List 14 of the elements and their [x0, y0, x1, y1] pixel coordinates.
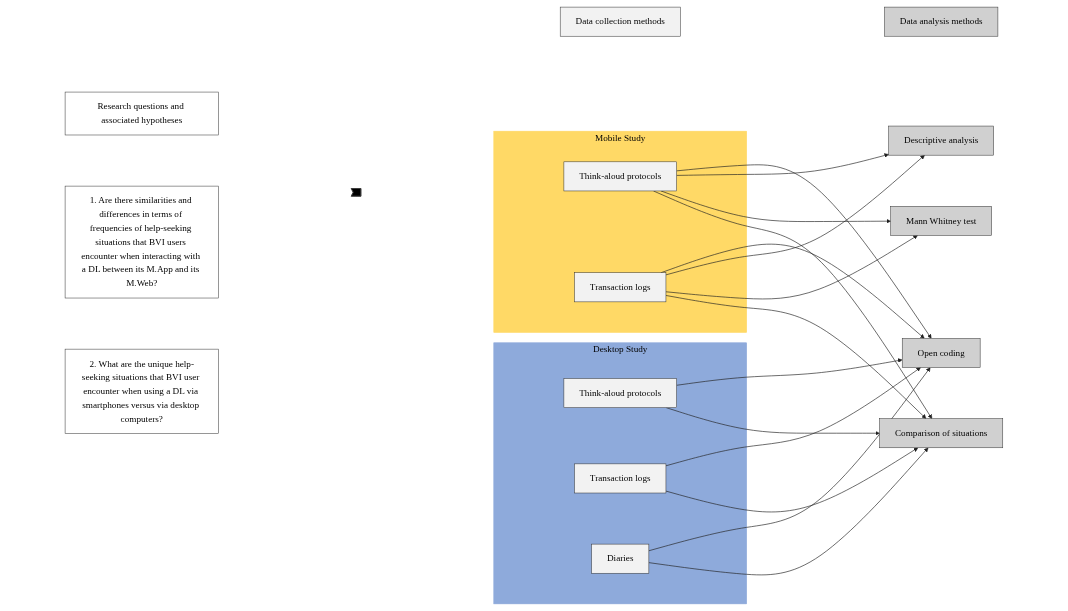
- node-box: Research questions and associated hypotheses: [64, 91, 219, 136]
- node-box: Descriptive analysis: [888, 125, 994, 156]
- node-box: Transaction logs: [574, 463, 667, 494]
- node-box: Open coding: [902, 338, 981, 368]
- node-box: 2. What are the unique help-seeking situations that BVI user encounter when using a DL via smartphones versus via desktop computers?: [64, 348, 219, 434]
- node-box: Mann Whitney test: [890, 206, 992, 236]
- node-box: Comparison of situations: [879, 418, 1004, 449]
- node-box: Think-aloud protocols: [563, 378, 677, 408]
- node-box: Transaction logs: [574, 272, 667, 303]
- node-box: Think-aloud protocols: [563, 161, 677, 192]
- node-box: Data analysis methods: [884, 6, 999, 37]
- node-box: Diaries: [591, 543, 650, 574]
- node-box: 1. Are there similarities and differences in terms of frequencies of help-seeking situations that BVI users encounter when interacting with a DL between its M.App and its M.Web?: [64, 185, 219, 299]
- node-box: Data collection methods: [560, 6, 681, 37]
